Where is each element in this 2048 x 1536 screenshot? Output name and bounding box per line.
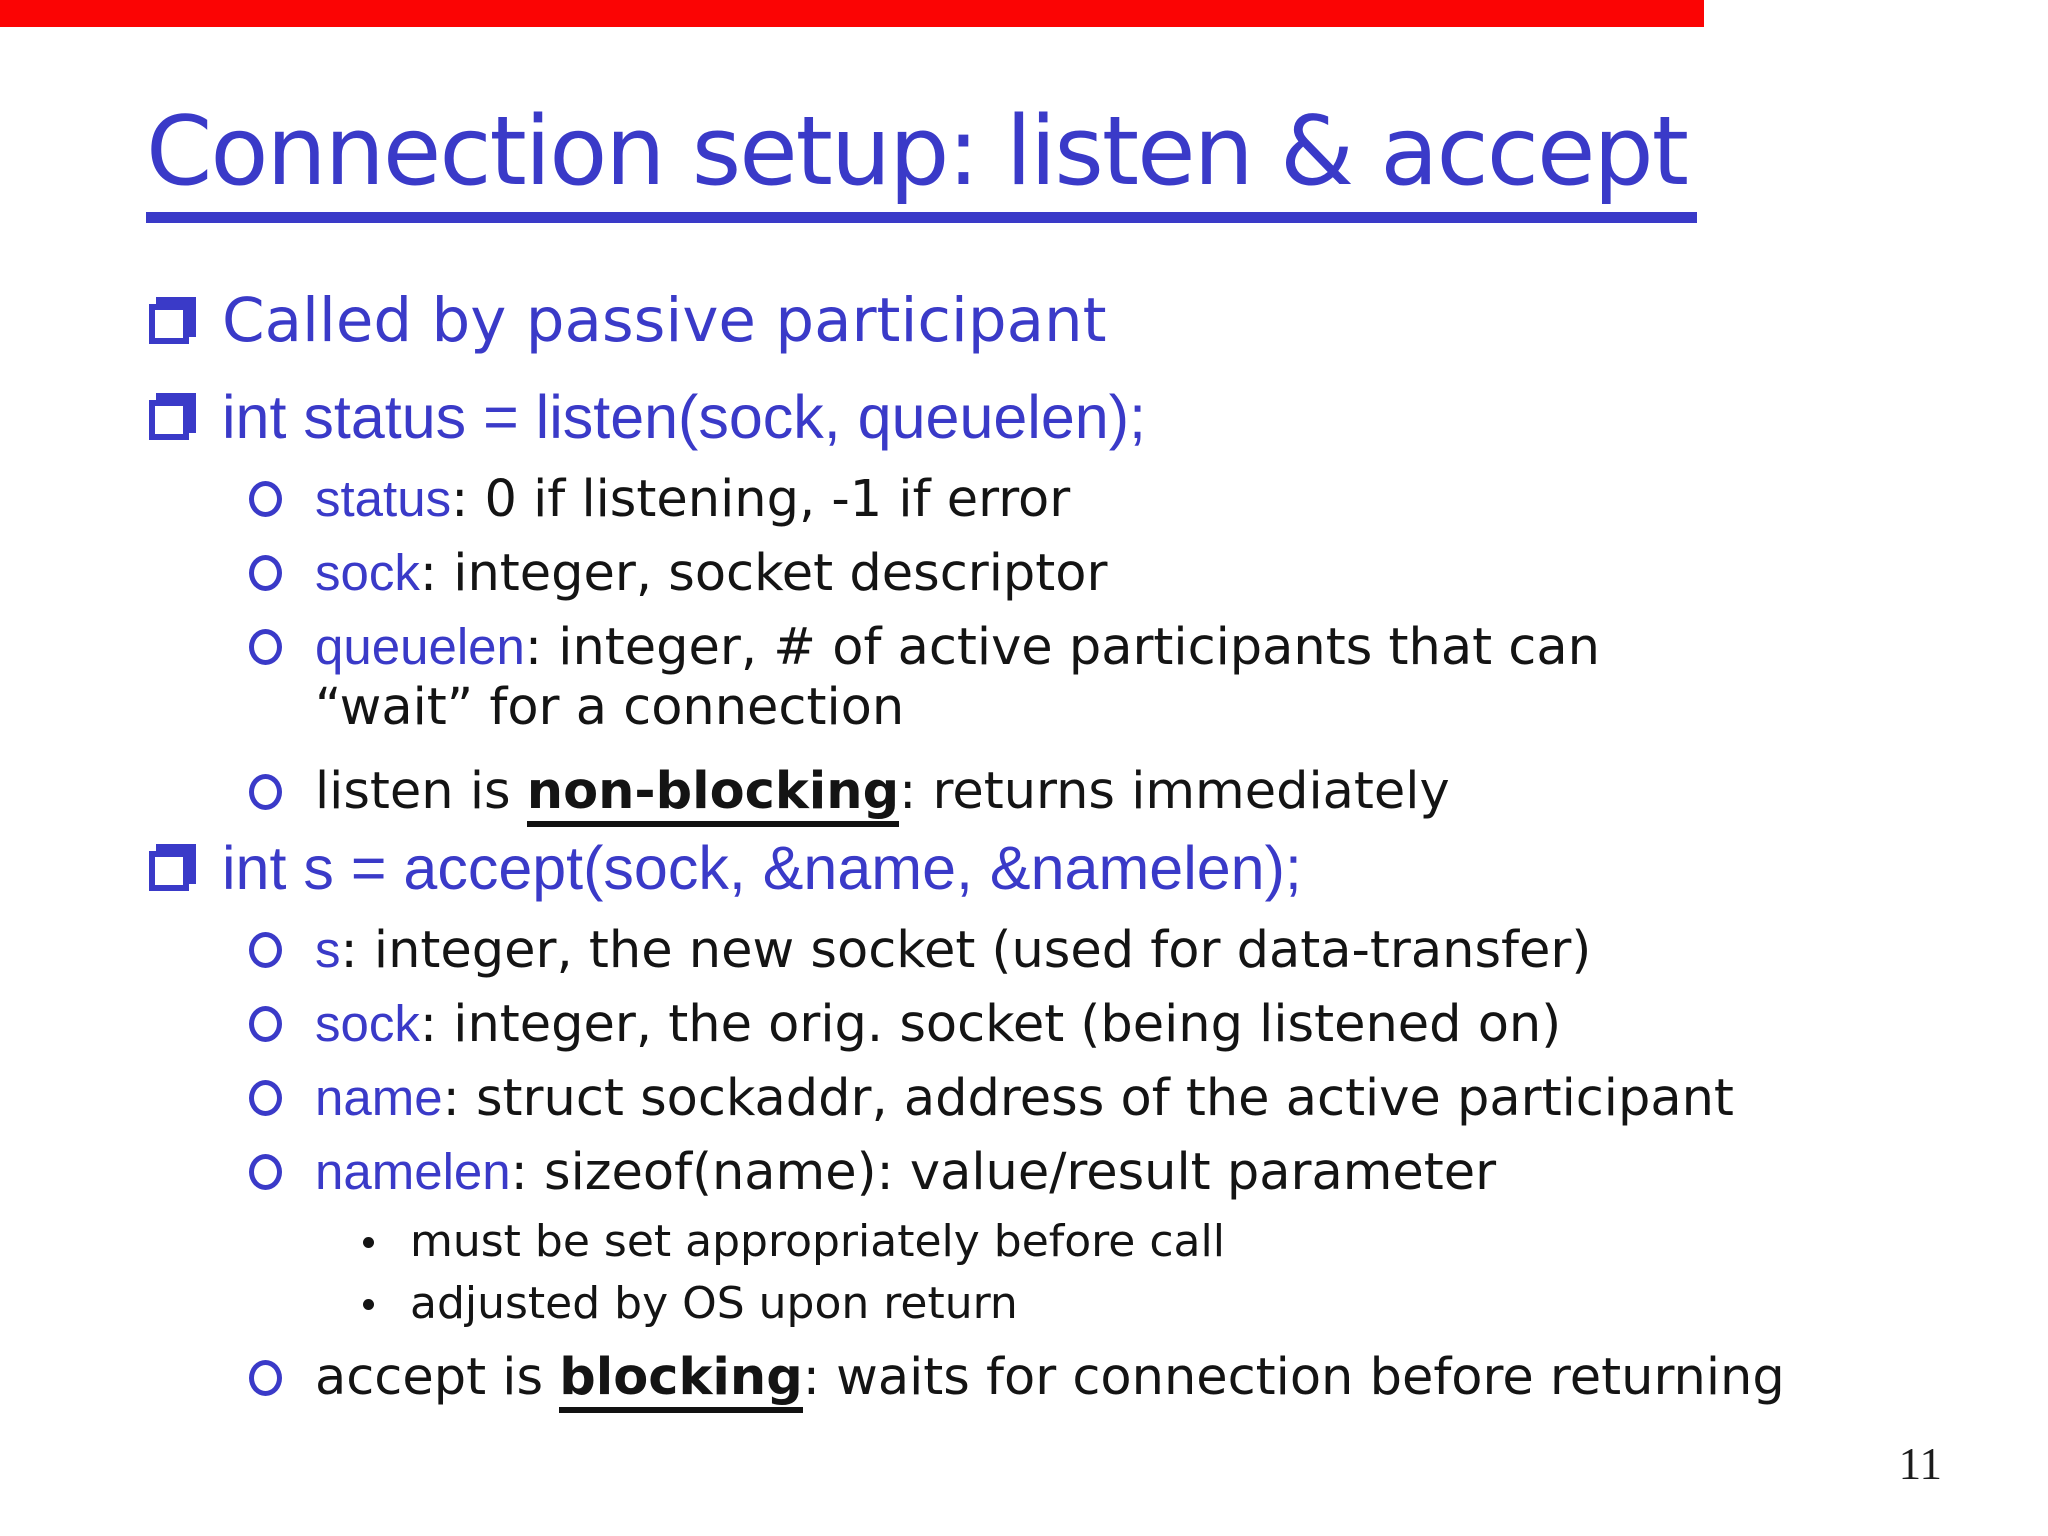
text-segment: Called by passive participant xyxy=(222,285,1107,356)
circle-bullet-glyph xyxy=(249,1154,282,1190)
text-segment: int status = listen(sock, queuelen); xyxy=(222,383,1146,451)
list-item: int status = listen(sock, queuelen); xyxy=(146,384,1998,451)
text-segment: sock xyxy=(315,995,420,1052)
list-item: status: 0 if listening, -1 if error xyxy=(146,469,1998,530)
dot-bullet-glyph xyxy=(363,1299,374,1310)
text-segment: status xyxy=(315,470,452,527)
page-number: 11 xyxy=(1898,1439,1942,1489)
text-segment: listen is xyxy=(315,762,527,821)
list-item: namelen: sizeof(name): value/result para… xyxy=(146,1142,1998,1203)
text-segment: non-blocking xyxy=(526,762,900,827)
list-item-text: int s = accept(sock, &name, &namelen); xyxy=(222,835,1998,902)
list-item-text: name: struct sockaddr, address of the ac… xyxy=(315,1068,1998,1129)
list-item: name: struct sockaddr, address of the ac… xyxy=(146,1068,1998,1129)
dot-bullet-icon xyxy=(358,1216,410,1248)
circle-bullet-glyph xyxy=(249,481,282,517)
list-item: adjusted by OS upon return xyxy=(146,1278,1998,1330)
list-item: accept is blocking: waits for connection… xyxy=(146,1348,1998,1413)
circle-bullet-glyph xyxy=(249,1360,282,1396)
text-segment: “wait” for a connection xyxy=(315,678,905,737)
video-progress-bar[interactable] xyxy=(0,0,1704,27)
text-segment: name xyxy=(315,1069,443,1126)
text-segment: : sizeof(name): value/result parameter xyxy=(510,1143,1497,1202)
slide-title: Connection setup: listen & accept xyxy=(146,96,1697,224)
list-item: sock: integer, the orig. socket (being l… xyxy=(146,994,1998,1055)
list-item-text: int status = listen(sock, queuelen); xyxy=(222,384,1998,451)
text-segment: : integer, # of active participants that… xyxy=(524,618,1600,677)
list-item: must be set appropriately before call xyxy=(146,1216,1998,1268)
dot-bullet-icon xyxy=(358,1278,410,1310)
text-segment: int s = accept(sock, &name, &namelen); xyxy=(222,834,1302,902)
list-item-text: accept is blocking: waits for connection… xyxy=(315,1348,1998,1413)
text-segment: : integer, socket descriptor xyxy=(419,544,1108,603)
circle-bullet-glyph xyxy=(249,629,282,665)
list-item-text: must be set appropriately before call xyxy=(410,1216,1998,1268)
list-item-text: sock: integer, socket descriptor xyxy=(315,543,1998,604)
text-segment: : 0 if listening, -1 if error xyxy=(451,470,1071,529)
list-item: queuelen: integer, # of active participa… xyxy=(146,617,1998,738)
circle-bullet-glyph xyxy=(249,1006,282,1042)
list-item: Called by passive participant xyxy=(146,288,1998,354)
list-item: s: integer, the new socket (used for dat… xyxy=(146,920,1998,981)
circle-bullet-glyph xyxy=(249,1080,282,1116)
bullet-list: Called by passive participant int status … xyxy=(146,288,1998,1421)
text-segment: namelen xyxy=(315,1143,511,1200)
list-item-text: status: 0 if listening, -1 if error xyxy=(315,469,1998,530)
circle-bullet-icon xyxy=(248,469,315,517)
circle-bullet-icon xyxy=(248,617,315,665)
list-item: sock: integer, socket descriptor xyxy=(146,543,1998,604)
text-segment: accept is xyxy=(315,1348,560,1407)
circle-bullet-icon xyxy=(248,920,315,968)
circle-bullet-icon xyxy=(248,994,315,1042)
text-segment: : integer, the orig. socket (being liste… xyxy=(419,995,1562,1054)
list-item-text: sock: integer, the orig. socket (being l… xyxy=(315,994,1998,1055)
text-segment: : integer, the new socket (used for data… xyxy=(340,921,1592,980)
circle-bullet-icon xyxy=(248,1068,315,1116)
circle-bullet-glyph xyxy=(249,774,282,810)
square-bullet-icon xyxy=(146,288,222,344)
text-segment: sock xyxy=(315,544,420,601)
text-segment: : struct sockaddr, address of the active… xyxy=(442,1069,1734,1128)
text-segment: adjusted by OS upon return xyxy=(410,1278,1018,1329)
text-segment: queuelen xyxy=(315,618,525,675)
circle-bullet-icon xyxy=(248,1142,315,1190)
dot-bullet-glyph xyxy=(363,1237,374,1248)
circle-bullet-icon xyxy=(248,1348,315,1396)
square-bullet-glyph xyxy=(149,304,189,344)
text-segment: s xyxy=(315,921,341,978)
circle-bullet-icon xyxy=(248,762,315,810)
circle-bullet-glyph xyxy=(249,555,282,591)
text-segment: : returns immediately xyxy=(899,762,1450,821)
text-segment: : waits for connection before returning xyxy=(802,1348,1785,1407)
circle-bullet-icon xyxy=(248,543,315,591)
list-item-text: namelen: sizeof(name): value/result para… xyxy=(315,1142,1998,1203)
square-bullet-glyph xyxy=(149,851,189,891)
list-item-text: Called by passive participant xyxy=(222,288,1998,354)
list-item-text: s: integer, the new socket (used for dat… xyxy=(315,920,1998,981)
list-item-text: queuelen: integer, # of active participa… xyxy=(315,617,1998,738)
list-item: int s = accept(sock, &name, &namelen); xyxy=(146,835,1998,902)
square-bullet-icon xyxy=(146,835,222,891)
list-item-text: listen is non-blocking: returns immediat… xyxy=(315,762,1998,827)
text-segment: must be set appropriately before call xyxy=(410,1216,1225,1267)
square-bullet-glyph xyxy=(149,400,189,440)
text-segment: blocking xyxy=(559,1348,803,1413)
list-item: listen is non-blocking: returns immediat… xyxy=(146,762,1998,827)
square-bullet-icon xyxy=(146,384,222,440)
circle-bullet-glyph xyxy=(249,932,282,968)
list-item-text: adjusted by OS upon return xyxy=(410,1278,1998,1330)
